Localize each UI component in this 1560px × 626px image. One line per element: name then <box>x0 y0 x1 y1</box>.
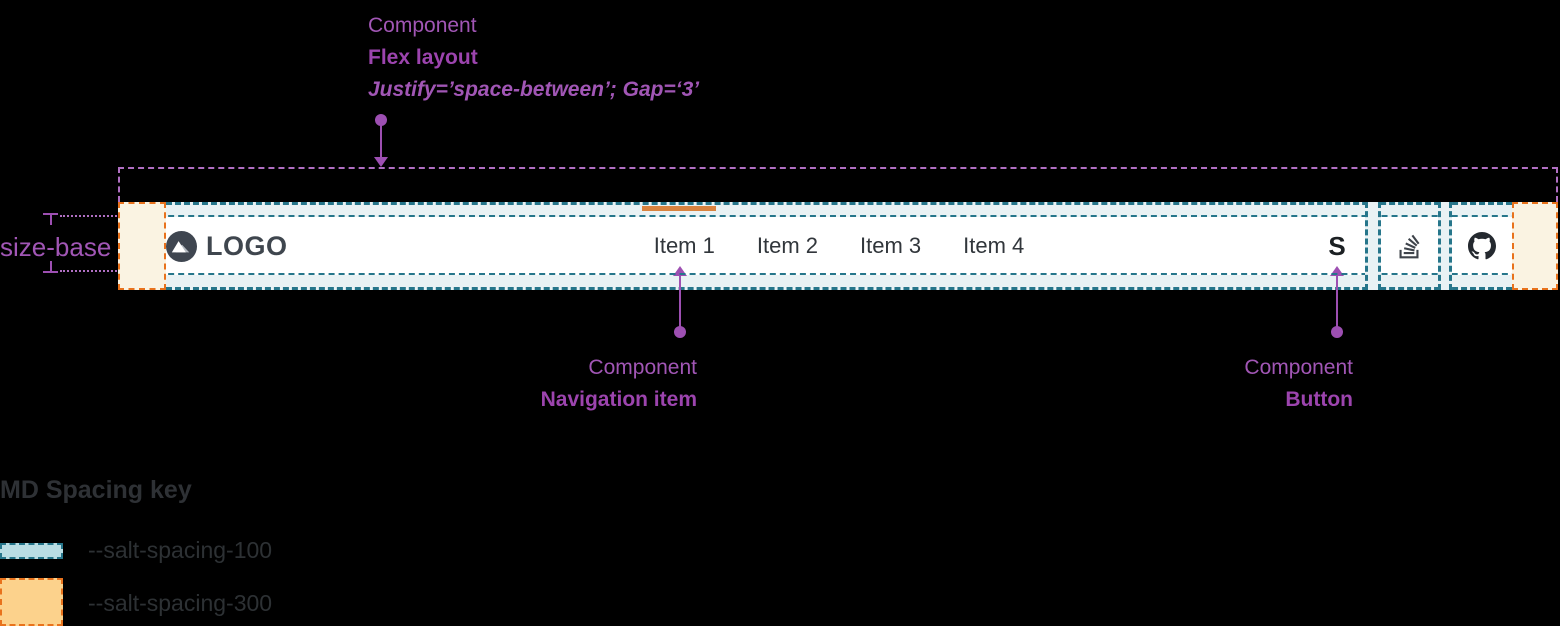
connector-dot <box>1331 326 1343 338</box>
stackoverflow-icon <box>1399 234 1420 258</box>
logo[interactable]: LOGO <box>166 230 288 262</box>
annotation-line: Navigation item <box>540 388 697 411</box>
logo-mountain-icon <box>166 230 197 262</box>
connector-line <box>679 275 681 327</box>
annotation-line: Button <box>1285 388 1353 411</box>
spacing-100-gap <box>1365 202 1381 290</box>
legend-title: MD Spacing key <box>0 476 192 504</box>
header-middle-row: LOGO Item 1 Item 2 Item 3 Item 4 <box>166 217 1512 275</box>
app-header-bar: LOGO Item 1 Item 2 Item 3 Item 4 S <box>118 202 1558 290</box>
nav-item-1[interactable]: Item 1 <box>653 233 715 258</box>
header-content: LOGO Item 1 Item 2 Item 3 Item 4 <box>166 202 1512 290</box>
measure-tick <box>50 214 52 225</box>
spacing-100-swatch <box>0 543 63 559</box>
annotation-line: Component <box>368 14 477 37</box>
spacing-300-right-pad <box>1512 202 1558 290</box>
size-base-label: size-base <box>0 232 112 262</box>
arrow-down-icon <box>374 157 388 167</box>
arrow-up-icon <box>673 266 687 276</box>
annotation-line: Justify=’space-between’; Gap=‘3’ <box>368 78 700 101</box>
github-button[interactable] <box>1452 202 1512 290</box>
navigation: Item 1 Item 2 Item 3 Item 4 <box>166 217 1512 275</box>
nav-item-2[interactable]: Item 2 <box>756 233 818 258</box>
spacing-100-inner-line <box>118 215 1558 217</box>
legend-label: --salt-spacing-100 <box>88 537 273 563</box>
button-annotation: Component Button <box>1053 352 1353 416</box>
spacing-300-swatch <box>0 578 63 626</box>
spacing-100-gap <box>1438 202 1452 290</box>
legend-label: --salt-spacing-300 <box>88 590 273 616</box>
connector-dot <box>674 326 686 338</box>
connector-line <box>380 125 382 158</box>
spacing-100-bottom-strip <box>166 275 1512 290</box>
measure-dotted-line <box>60 270 117 272</box>
measure-tick <box>50 261 52 272</box>
spacing-300-left-pad <box>118 202 166 290</box>
measure-tick <box>43 271 58 273</box>
arrow-up-icon <box>1330 266 1344 276</box>
annotation-line: Component <box>1244 356 1353 379</box>
logo-text: LOGO <box>206 230 288 261</box>
active-item-indicator <box>642 206 716 211</box>
spacing-100-inner-line <box>118 273 1558 275</box>
navigation-item-annotation: Component Navigation item <box>397 352 697 416</box>
connector-dot <box>375 114 387 126</box>
symphony-icon: S <box>1328 230 1346 261</box>
measure-dotted-line <box>60 215 117 217</box>
stackoverflow-button[interactable] <box>1381 202 1438 290</box>
nav-item-3[interactable]: Item 3 <box>860 233 922 258</box>
github-icon <box>1468 232 1496 260</box>
nav-item-4[interactable]: Item 4 <box>963 233 1025 258</box>
spacing-100-top-strip <box>166 202 1512 217</box>
header-button-group: S <box>1309 202 1512 290</box>
annotation-line: Flex layout <box>368 46 478 69</box>
connector-line <box>1336 275 1338 327</box>
flex-layout-annotation: Component Flex layout Justify=’space-bet… <box>368 10 699 106</box>
annotation-line: Component <box>588 356 697 379</box>
symphony-button[interactable]: S <box>1309 202 1365 290</box>
